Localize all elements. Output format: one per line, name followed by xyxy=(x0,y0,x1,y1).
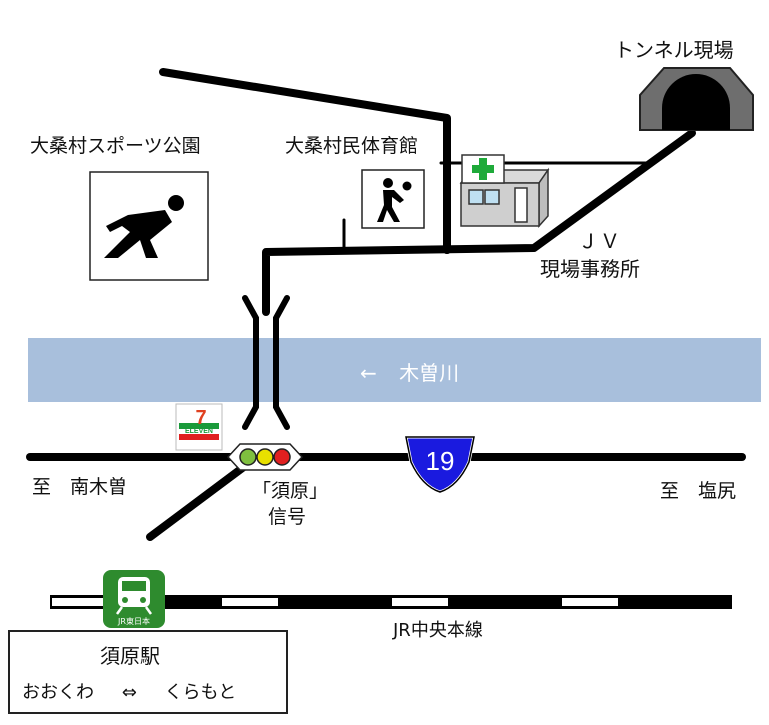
route-19-shield: 19 xyxy=(404,435,476,494)
runner-icon xyxy=(104,195,184,258)
river-flow-arrow-icon: ← xyxy=(360,361,377,385)
svg-text:ELEVEN: ELEVEN xyxy=(185,428,213,435)
gym-sign xyxy=(361,169,425,229)
next-station: くらもと xyxy=(164,682,237,703)
sports-park-label: 大桑村スポーツ公園 xyxy=(30,135,201,157)
suhara-signal-label: 「須原」 xyxy=(252,480,329,502)
river-name: 木曽川 xyxy=(399,361,460,385)
volleyball-player-icon xyxy=(377,178,412,222)
road-to-bridge xyxy=(262,129,696,316)
direction-nagiso-label: 至 南木曽 xyxy=(32,476,128,498)
sports-park-sign xyxy=(89,171,209,281)
svg-text:7: 7 xyxy=(195,407,206,429)
station-directions: おおくわ ⇔ くらもと xyxy=(22,678,258,704)
bridge xyxy=(242,295,290,430)
svg-text:19: 19 xyxy=(426,446,455,476)
jr-chuo-line-label: JR中央本線 xyxy=(393,620,483,641)
traffic-signal-icon xyxy=(226,443,304,471)
station-name: 須原駅 xyxy=(100,644,160,668)
direction-shiojiri-label: 至 塩尻 xyxy=(660,480,737,502)
prev-station: おおくわ xyxy=(22,682,94,703)
kiso-river-label: ← 木曽川 xyxy=(360,357,459,386)
jv-label: ＪＶ xyxy=(578,229,622,253)
seven-eleven-icon: ELEVEN 7 xyxy=(175,403,223,451)
station-info-box: 須原駅 おおくわ ⇔ くらもと xyxy=(8,630,288,714)
site-office-icon xyxy=(459,154,550,228)
kiso-river xyxy=(28,338,761,402)
road-top xyxy=(159,68,451,254)
road-to-station xyxy=(146,462,249,541)
signal-label: 信号 xyxy=(268,506,307,528)
tunnel-site-label: トンネル現場 xyxy=(614,38,734,62)
svg-text:JR東日本: JR東日本 xyxy=(117,616,150,626)
site-office-label: 現場事務所 xyxy=(540,257,640,281)
bidirectional-arrow-icon: ⇔ xyxy=(121,682,137,703)
tunnel-icon xyxy=(639,67,754,131)
jr-chuo-line xyxy=(50,595,732,609)
gym-label: 大桑村民体育館 xyxy=(285,135,419,157)
jr-east-station-icon: JR東日本 xyxy=(103,570,165,628)
